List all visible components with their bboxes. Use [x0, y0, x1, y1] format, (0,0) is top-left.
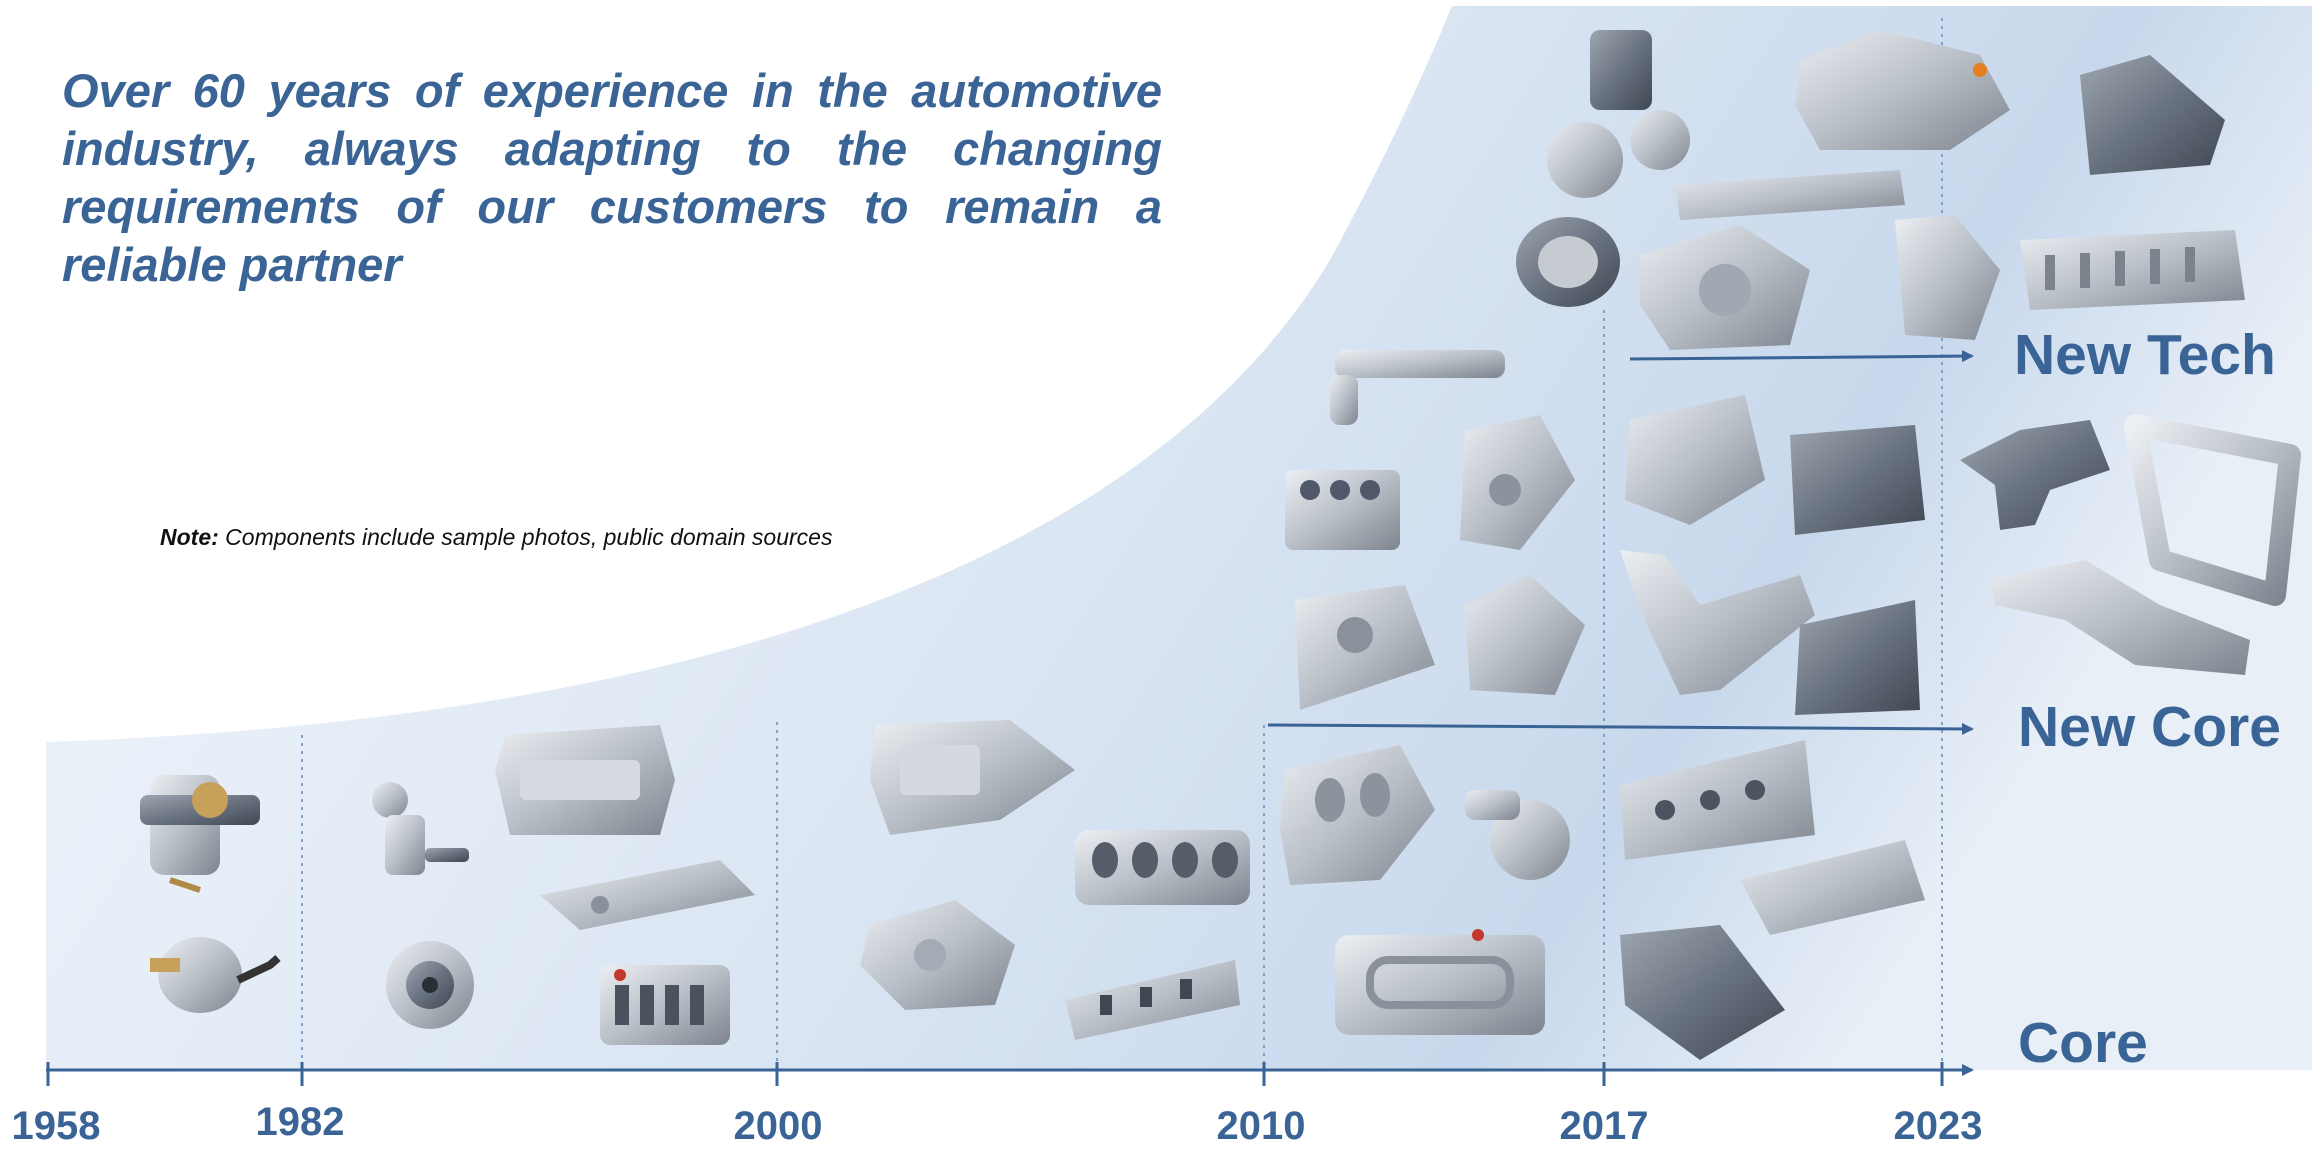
- year-label: 2000: [733, 1104, 823, 1148]
- structural-rail-icon: [1675, 170, 1905, 220]
- year-dividers: [301, 18, 1943, 1068]
- year-label: 2023: [1893, 1104, 1983, 1148]
- camshaft-carrier-icon: [1740, 840, 1925, 935]
- battery-tray-icon: [2020, 230, 2245, 310]
- coolant-pipe-icon: [1330, 350, 1505, 425]
- motor-housing-icon: [1895, 215, 2000, 340]
- cylinder-head-icon: [1620, 740, 1815, 860]
- oil-pan-icon: [870, 720, 1075, 835]
- note-label: Note:: [160, 524, 219, 550]
- oil-pan-icon: [495, 725, 675, 835]
- valve-cover-icon: [1335, 929, 1545, 1035]
- year-label: 1982: [255, 1100, 345, 1144]
- year-label: 2017: [1559, 1104, 1649, 1148]
- valve-cover-icon: [540, 860, 755, 930]
- thermostat-housing-icon: [1465, 790, 1570, 880]
- cylinder-head-icon: [1065, 960, 1240, 1040]
- edrive-housing-icon: [1795, 30, 2010, 150]
- note-text: Components include sample photos, public…: [218, 524, 833, 550]
- bracket-icon: [1620, 550, 1815, 695]
- intake-manifold-icon: [1280, 745, 1435, 885]
- motor-housing-icon: [1625, 395, 1765, 525]
- disclaimer-note: Note: Components include sample photos, …: [160, 524, 832, 551]
- engine-block-icon: [860, 900, 1015, 1010]
- brake-booster-icon: [1516, 217, 1620, 307]
- intake-manifold-icon: [600, 965, 730, 1045]
- gearbox-housing-icon: [1790, 425, 1925, 535]
- motor-housing-icon: [1547, 30, 1690, 198]
- tier-label-new-tech: New Tech: [2014, 323, 2276, 387]
- engine-block-icon: [1620, 925, 1785, 1060]
- inverter-housing-icon: [1795, 600, 1920, 715]
- new-core-arrow: [1267, 722, 1974, 735]
- transmission-housing-icon: [1460, 415, 1575, 550]
- fuel-pump-icon: [150, 937, 281, 1013]
- pump-housing-icon: [1465, 575, 1585, 695]
- subframe-icon: [1960, 420, 2110, 530]
- battery-cover-icon: [2080, 55, 2225, 175]
- gearbox-cover-icon: [1295, 585, 1435, 710]
- tier-label-new-core: New Core: [2018, 695, 2281, 759]
- year-label: 1958: [11, 1104, 101, 1148]
- door-frame-icon: [2124, 414, 2301, 606]
- carburetor-icon: [140, 775, 260, 893]
- intake-manifold-icon: [1075, 830, 1250, 905]
- year-label: 2010: [1216, 1104, 1306, 1148]
- crossmember-icon: [1990, 560, 2250, 675]
- headline: Over 60 years of experience in the autom…: [62, 64, 1162, 291]
- year-ticks: [46, 1062, 1944, 1086]
- tier-label-core: Core: [2018, 1011, 2148, 1075]
- water-pump-icon: [386, 941, 474, 1029]
- oil-pump-icon: [372, 782, 469, 875]
- transmission-housing-icon: [1640, 225, 1810, 350]
- new-tech-arrow: [1629, 350, 1974, 363]
- engine-block-icon: [1285, 470, 1400, 550]
